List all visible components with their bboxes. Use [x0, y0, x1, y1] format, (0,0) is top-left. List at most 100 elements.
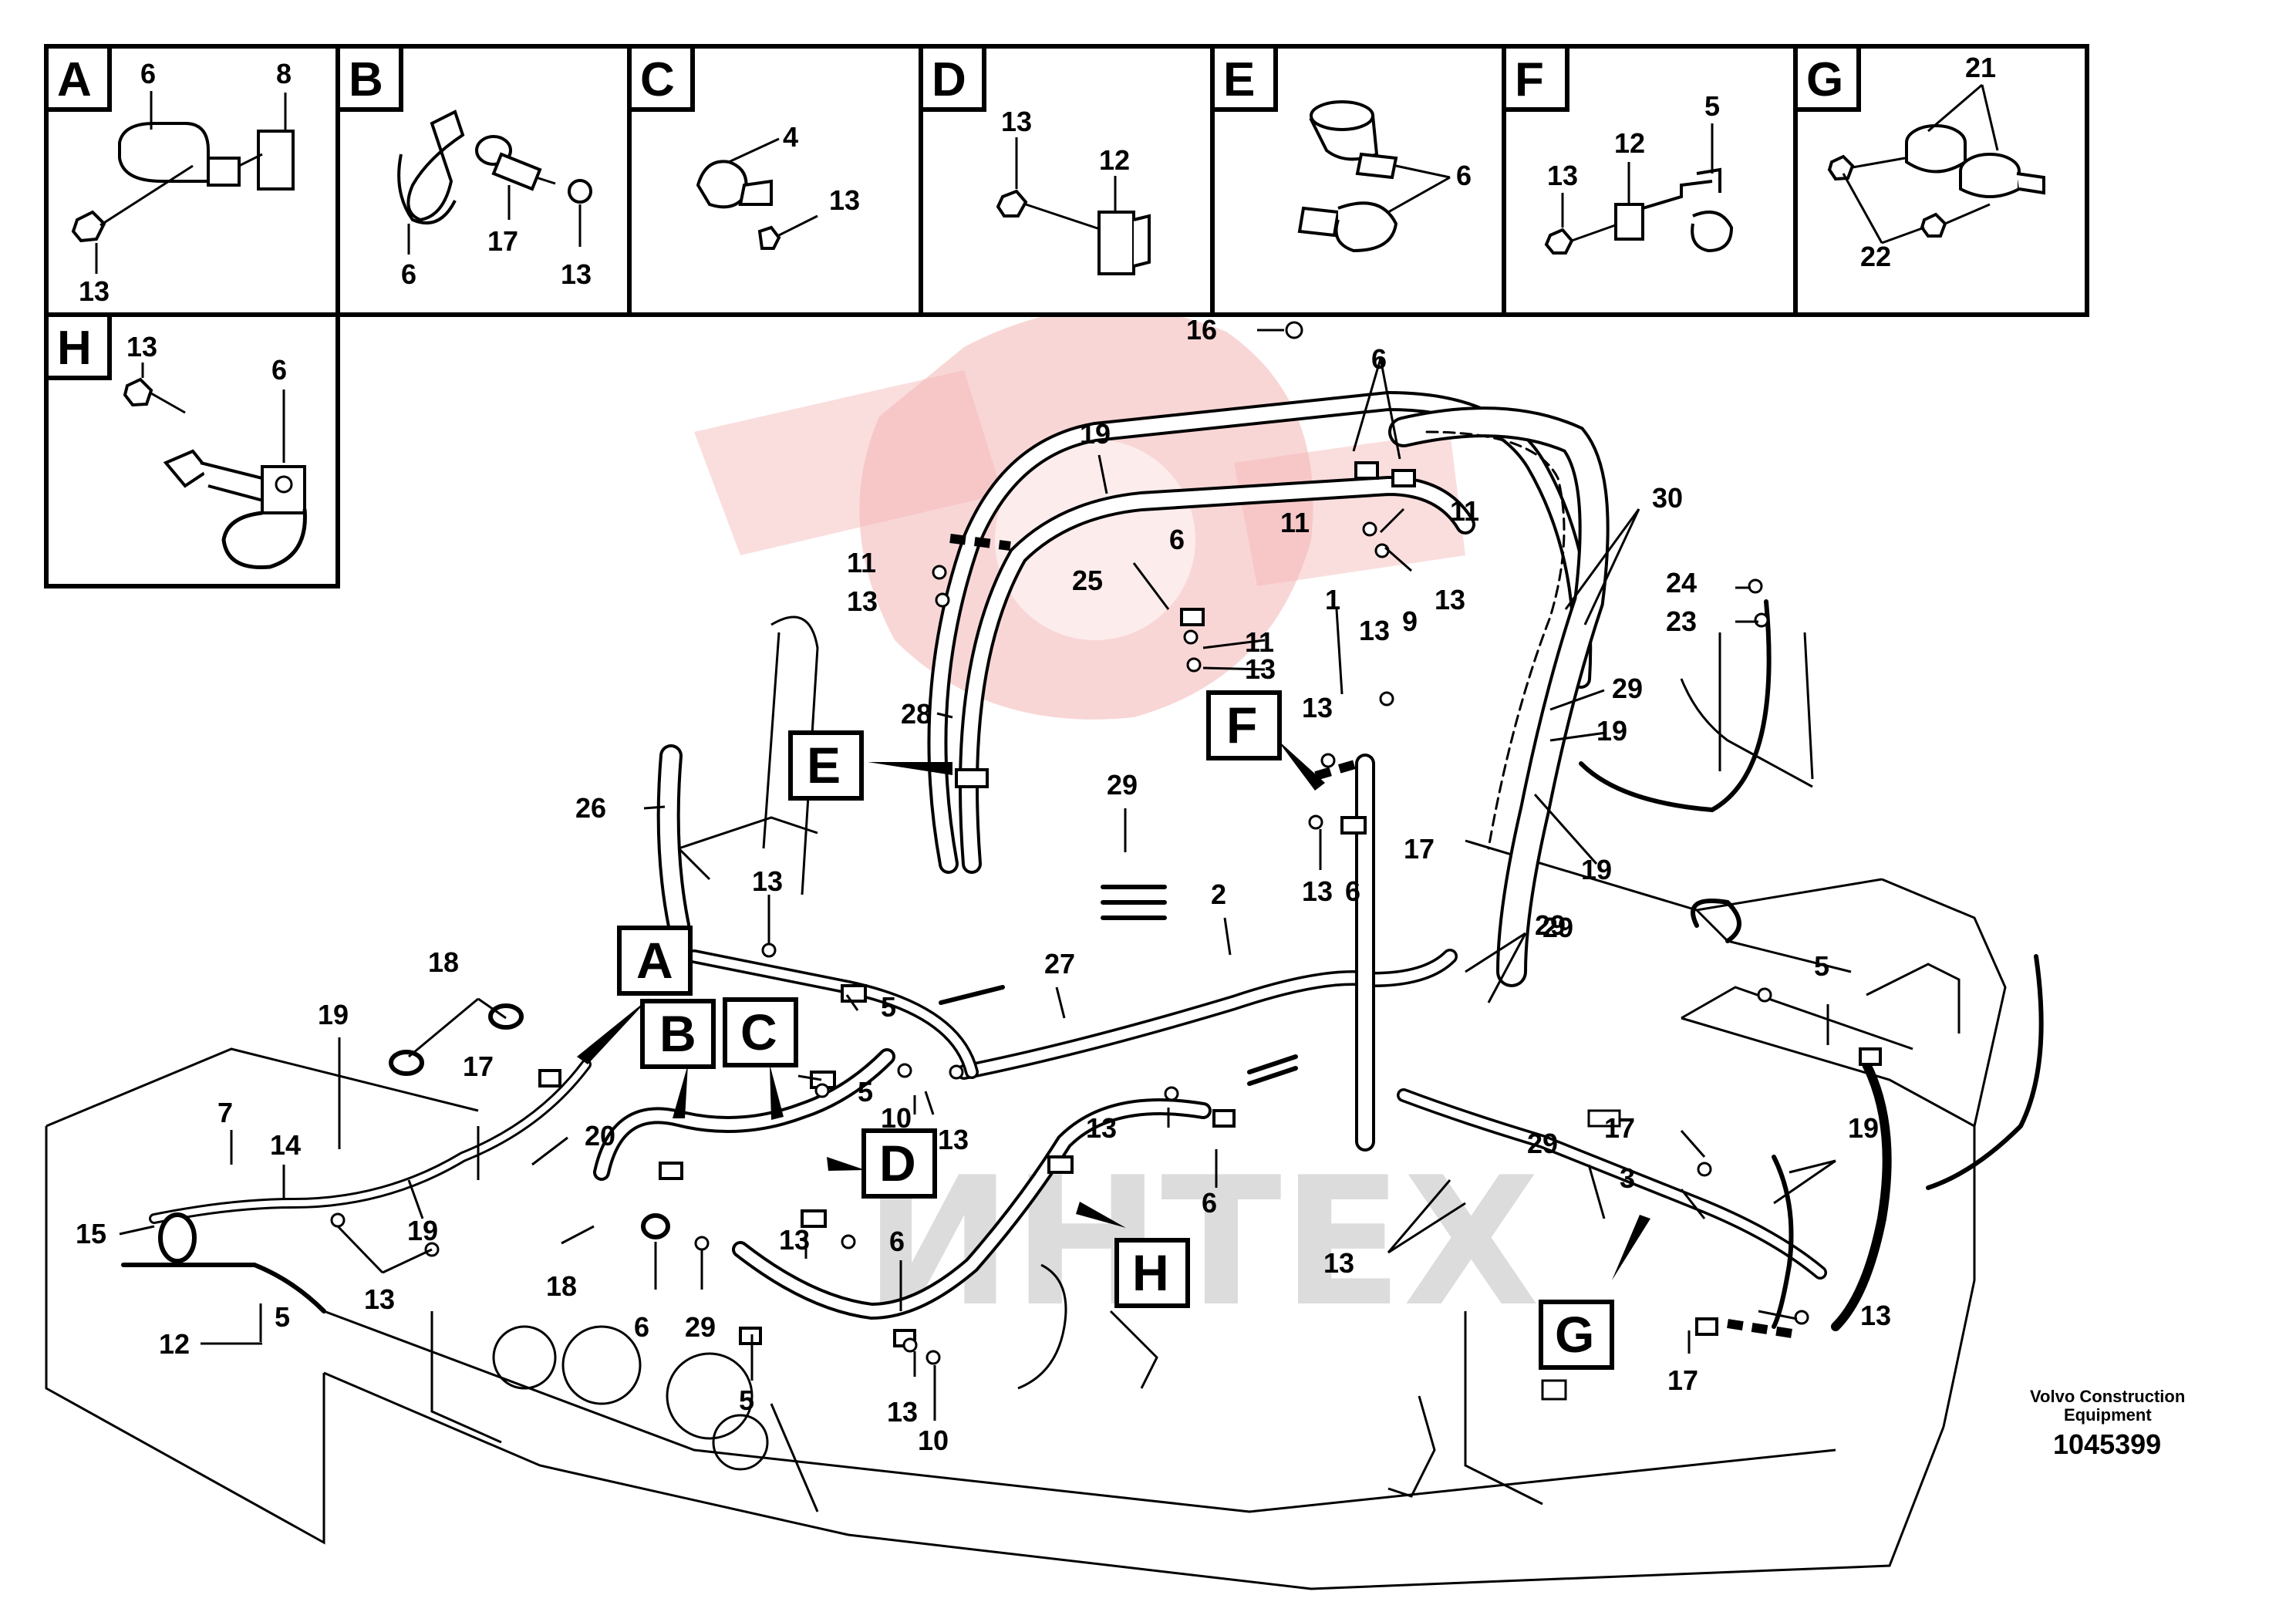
part-labels: 16 6 19 30 11 11 11 13 13 24 23 25 6 11 … [76, 314, 1891, 1456]
part-label: 18 [428, 946, 459, 978]
detail-label: 21 [1965, 52, 1996, 83]
part-label: 13 [1086, 1112, 1117, 1144]
callout-letter: H [1132, 1244, 1169, 1301]
callout-h: H [1114, 1238, 1190, 1308]
part-label: 1 [1325, 584, 1340, 615]
part-label: 17 [1667, 1364, 1698, 1396]
part-label: 11 [1450, 495, 1479, 527]
drawing-number: 1045399 [2053, 1428, 2161, 1460]
part-label: 19 [1596, 715, 1627, 747]
detail-box-f: F 5 12 13 [1502, 44, 1798, 317]
part-label: 29 [1612, 673, 1643, 704]
part-label: 6 [1345, 875, 1360, 907]
detail-box-c: C 4 13 [627, 44, 923, 317]
part-label: 25 [1072, 565, 1103, 596]
part-label: 13 [1359, 615, 1390, 646]
detail-label: 13 [1547, 160, 1578, 191]
callout-d: D [861, 1128, 937, 1199]
part-label: 19 [1080, 418, 1111, 450]
part-label: 13 [1323, 1247, 1354, 1279]
part-label: 10 [881, 1102, 912, 1134]
callout-c: C [723, 997, 798, 1067]
leader-lines [119, 329, 1836, 1421]
detail-box-letter: H [57, 322, 92, 375]
dashed-wire [949, 534, 1798, 1339]
callout-letter: A [636, 932, 673, 989]
detail-label: 8 [276, 58, 292, 89]
chassis-castings [492, 1109, 1621, 1498]
detail-box-d: D 13 12 [919, 44, 1215, 317]
part-label: 24 [1666, 567, 1697, 599]
part-label: 5 [275, 1301, 290, 1333]
part-label: 27 [1044, 948, 1075, 980]
detail-label: 6 [271, 354, 287, 386]
part-label: 13 [1302, 692, 1333, 723]
detail-label: 13 [829, 184, 860, 216]
part-label: 6 [1169, 524, 1185, 555]
detail-label: 22 [1860, 241, 1891, 272]
part-label: 10 [918, 1425, 949, 1456]
detail-label: 13 [126, 331, 157, 363]
part-label: 6 [1202, 1187, 1217, 1219]
part-label: 17 [1404, 833, 1435, 865]
part-label: 17 [463, 1050, 494, 1082]
part-label: 26 [575, 792, 606, 824]
part-label: 5 [858, 1076, 873, 1108]
detail-label: 17 [487, 225, 518, 257]
callout-letter: G [1555, 1306, 1594, 1363]
part-label: 19 [318, 999, 349, 1030]
detail-label: 13 [79, 275, 110, 307]
detail-box-a: A 6 8 13 [44, 44, 340, 317]
part-label: 11 [1245, 626, 1274, 658]
part-label: 6 [634, 1311, 649, 1343]
part-label: 14 [270, 1129, 301, 1161]
part-label: 5 [1814, 950, 1829, 982]
detail-box-letter: D [932, 53, 966, 106]
detail-box-b: B 6 17 13 [335, 44, 632, 317]
detail-label: 12 [1614, 127, 1645, 159]
callout-arrows [577, 739, 1650, 1280]
part-label: 19 [1848, 1112, 1879, 1144]
clamps [538, 461, 1882, 1347]
part-label: 16 [1186, 314, 1217, 346]
part-label: 12 [159, 1328, 190, 1360]
footer-company: Volvo Construction [2030, 1387, 2185, 1406]
callout-b: B [640, 999, 716, 1069]
detail-label: 13 [1001, 106, 1032, 137]
part-label: 2 [1211, 878, 1226, 910]
callout-f: F [1206, 690, 1282, 760]
part-label: 7 [217, 1097, 233, 1128]
part-label: 13 [779, 1224, 810, 1256]
detail-box-letter: E [1223, 53, 1255, 106]
part-label: 13 [1302, 875, 1333, 907]
part-label: 11 [1280, 507, 1310, 538]
callout-e: E [788, 730, 864, 801]
part-label: 13 [887, 1396, 918, 1428]
detail-label: 4 [783, 121, 798, 153]
detail-box-g: G 21 22 [1793, 44, 2089, 317]
bolts [330, 321, 1809, 1365]
part-label: 23 [1666, 605, 1697, 637]
part-label: 13 [938, 1124, 969, 1155]
part-label: 30 [1652, 482, 1683, 514]
part-label: 29 [1535, 909, 1566, 941]
part-label: 11 [847, 547, 876, 578]
part-label: 13 [1245, 653, 1276, 685]
detail-box-e: E 6 [1210, 44, 1506, 317]
part-label: 19 [407, 1215, 438, 1246]
part-label: 20 [585, 1120, 615, 1152]
detail-box-letter: G [1806, 53, 1843, 106]
part-label: 29 [1527, 1128, 1558, 1159]
callout-a: A [617, 926, 693, 996]
callout-letter: D [879, 1135, 916, 1192]
callout-letter: E [807, 737, 841, 794]
part-label: 5 [881, 991, 896, 1023]
part-label: 5 [739, 1384, 754, 1416]
part-label: 29 [1107, 769, 1138, 801]
detail-label: 6 [1456, 160, 1472, 191]
callout-g: G [1539, 1300, 1614, 1370]
watermark-text: ИНТЕХ [864, 1140, 1539, 1346]
part-label: 13 [1860, 1300, 1891, 1331]
callout-letter: F [1226, 696, 1257, 754]
